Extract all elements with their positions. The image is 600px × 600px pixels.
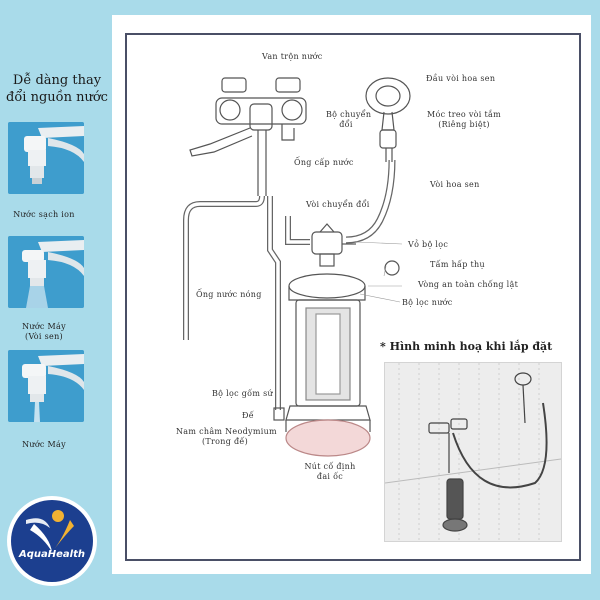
label-mixing-valve: Van trộn nước <box>262 52 323 61</box>
mode-photo-tap-shower <box>8 236 84 308</box>
label-hook-line1: Móc treo vòi tắm <box>427 110 501 119</box>
valve-knob-left <box>221 77 247 93</box>
mode-caption-ion: Nước sạch ion <box>13 210 75 219</box>
label-lock-nut-line2: đai ốc <box>316 472 344 481</box>
label-magnet-line1: Nam châm Neodymium <box>176 427 277 436</box>
valve-spout <box>189 127 253 157</box>
mode-caption-tap-shower: Nước Máy (Vòi sen) <box>0 322 88 342</box>
label-shower-hose: Vòi hoa sen <box>430 180 480 189</box>
mode-photo-tap <box>8 350 84 422</box>
valve-knob-right <box>275 77 301 93</box>
inset-title: * Hình minh hoạ khi lắp đặt <box>380 340 553 353</box>
label-switch-line1: Bộ chuyển <box>326 110 372 119</box>
shower-head-shape <box>365 77 411 115</box>
label-switch-tap: Vòi chuyển đổi <box>306 200 370 209</box>
mode-photo-ion <box>8 122 84 194</box>
mode-caption-tap-shower-line1: Nước Máy <box>22 322 66 331</box>
label-lock-nut-line1: Nút cố định <box>304 462 356 471</box>
safety-ring-shape <box>384 260 400 276</box>
label-ceramic-filter: Bộ lọc gốm sứ <box>212 389 273 398</box>
filter-top <box>288 273 366 299</box>
label-hook-line2: (Riêng biệt) <box>438 120 490 129</box>
label-lock-nut: Nút cố định đai ốc <box>300 462 360 482</box>
label-supply-pipe: Ống cấp nước <box>294 158 354 167</box>
installation-illustration <box>384 362 562 542</box>
switch-tap-body <box>311 231 343 255</box>
label-magnet-line2: (Trong đế) <box>201 437 249 446</box>
side-panel-title-line1: Dễ dàng thay <box>12 73 102 88</box>
valve-body <box>215 97 307 125</box>
diagram-frame <box>125 33 581 561</box>
label-absorber: Tấm hấp thụ <box>430 260 485 269</box>
brand-logo <box>4 494 100 588</box>
label-magnet: Nam châm Neodymium (Trong đế) <box>176 427 277 447</box>
side-panel-title-line2: đổi nguồn nước <box>6 90 108 105</box>
brand-name: AquaHealth <box>19 549 85 560</box>
label-hot-pipe: Ống nước nóng <box>196 290 262 299</box>
label-base: Đế <box>242 411 254 420</box>
side-panel-title: Dễ dàng thay đổi nguồn nước <box>4 72 110 106</box>
label-filter-housing: Vỏ bộ lọc <box>408 240 449 249</box>
label-filter: Bộ lọc nước <box>402 298 453 307</box>
mode-caption-tap: Nước Máy <box>22 440 66 449</box>
label-switch-line2: đổi <box>339 120 353 129</box>
label-safety-ring: Vòng an toàn chống lật <box>418 280 519 289</box>
label-switch: Bộ chuyển đổi <box>326 110 372 130</box>
label-hook: Móc treo vòi tắm (Riêng biệt) <box>424 110 504 130</box>
label-shower-head: Đầu vòi hoa sen <box>426 74 496 83</box>
mode-caption-tap-shower-line2: (Vòi sen) <box>25 332 63 341</box>
